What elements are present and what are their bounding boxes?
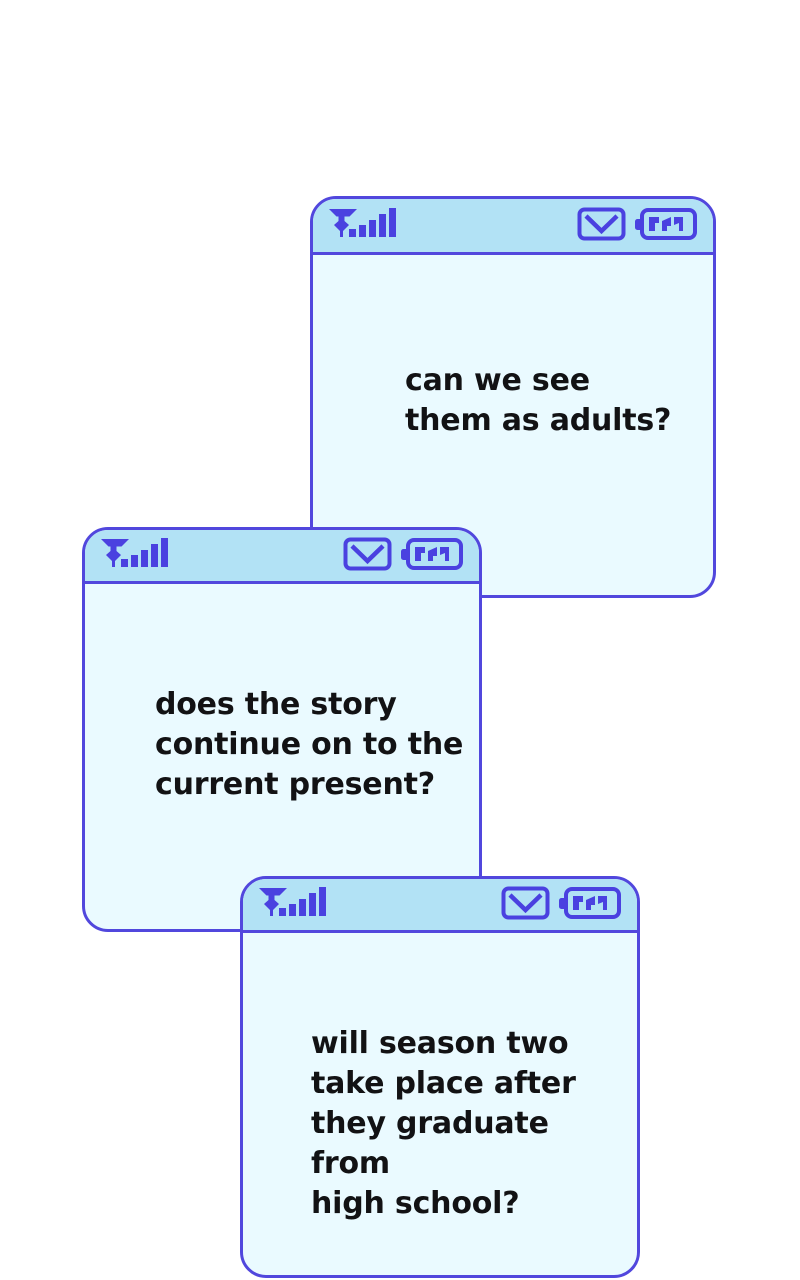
message-card-3[interactable]: will season two take place after they gr… xyxy=(240,876,640,1278)
message-card-1[interactable]: can we see them as adults? xyxy=(310,196,716,598)
message-text: can we see them as adults? xyxy=(405,363,672,438)
status-bar-left xyxy=(99,537,169,575)
status-bar xyxy=(243,879,637,933)
message-card-2[interactable]: does the story continue on to the curren… xyxy=(82,527,482,932)
battery-icon xyxy=(401,537,463,574)
signal-bars-icon xyxy=(327,207,397,245)
envelope-icon xyxy=(577,207,626,245)
message-text: will season two take place after they gr… xyxy=(311,1026,576,1221)
status-bar-right xyxy=(343,537,463,575)
status-bar xyxy=(313,199,713,255)
status-bar-left xyxy=(257,886,327,924)
status-bar-right xyxy=(501,886,621,924)
message-text: does the story continue on to the curren… xyxy=(155,687,464,802)
battery-icon xyxy=(559,886,621,923)
status-bar-right xyxy=(577,207,697,245)
card-body: does the story continue on to the curren… xyxy=(85,584,479,805)
card-body: will season two take place after they gr… xyxy=(243,933,637,1224)
envelope-icon xyxy=(501,886,550,924)
card-body: can we see them as adults? xyxy=(313,255,713,441)
envelope-icon xyxy=(343,537,392,575)
signal-bars-icon xyxy=(99,537,169,575)
status-bar xyxy=(85,530,479,584)
signal-bars-icon xyxy=(257,886,327,924)
battery-icon xyxy=(635,207,697,244)
status-bar-left xyxy=(327,207,397,245)
